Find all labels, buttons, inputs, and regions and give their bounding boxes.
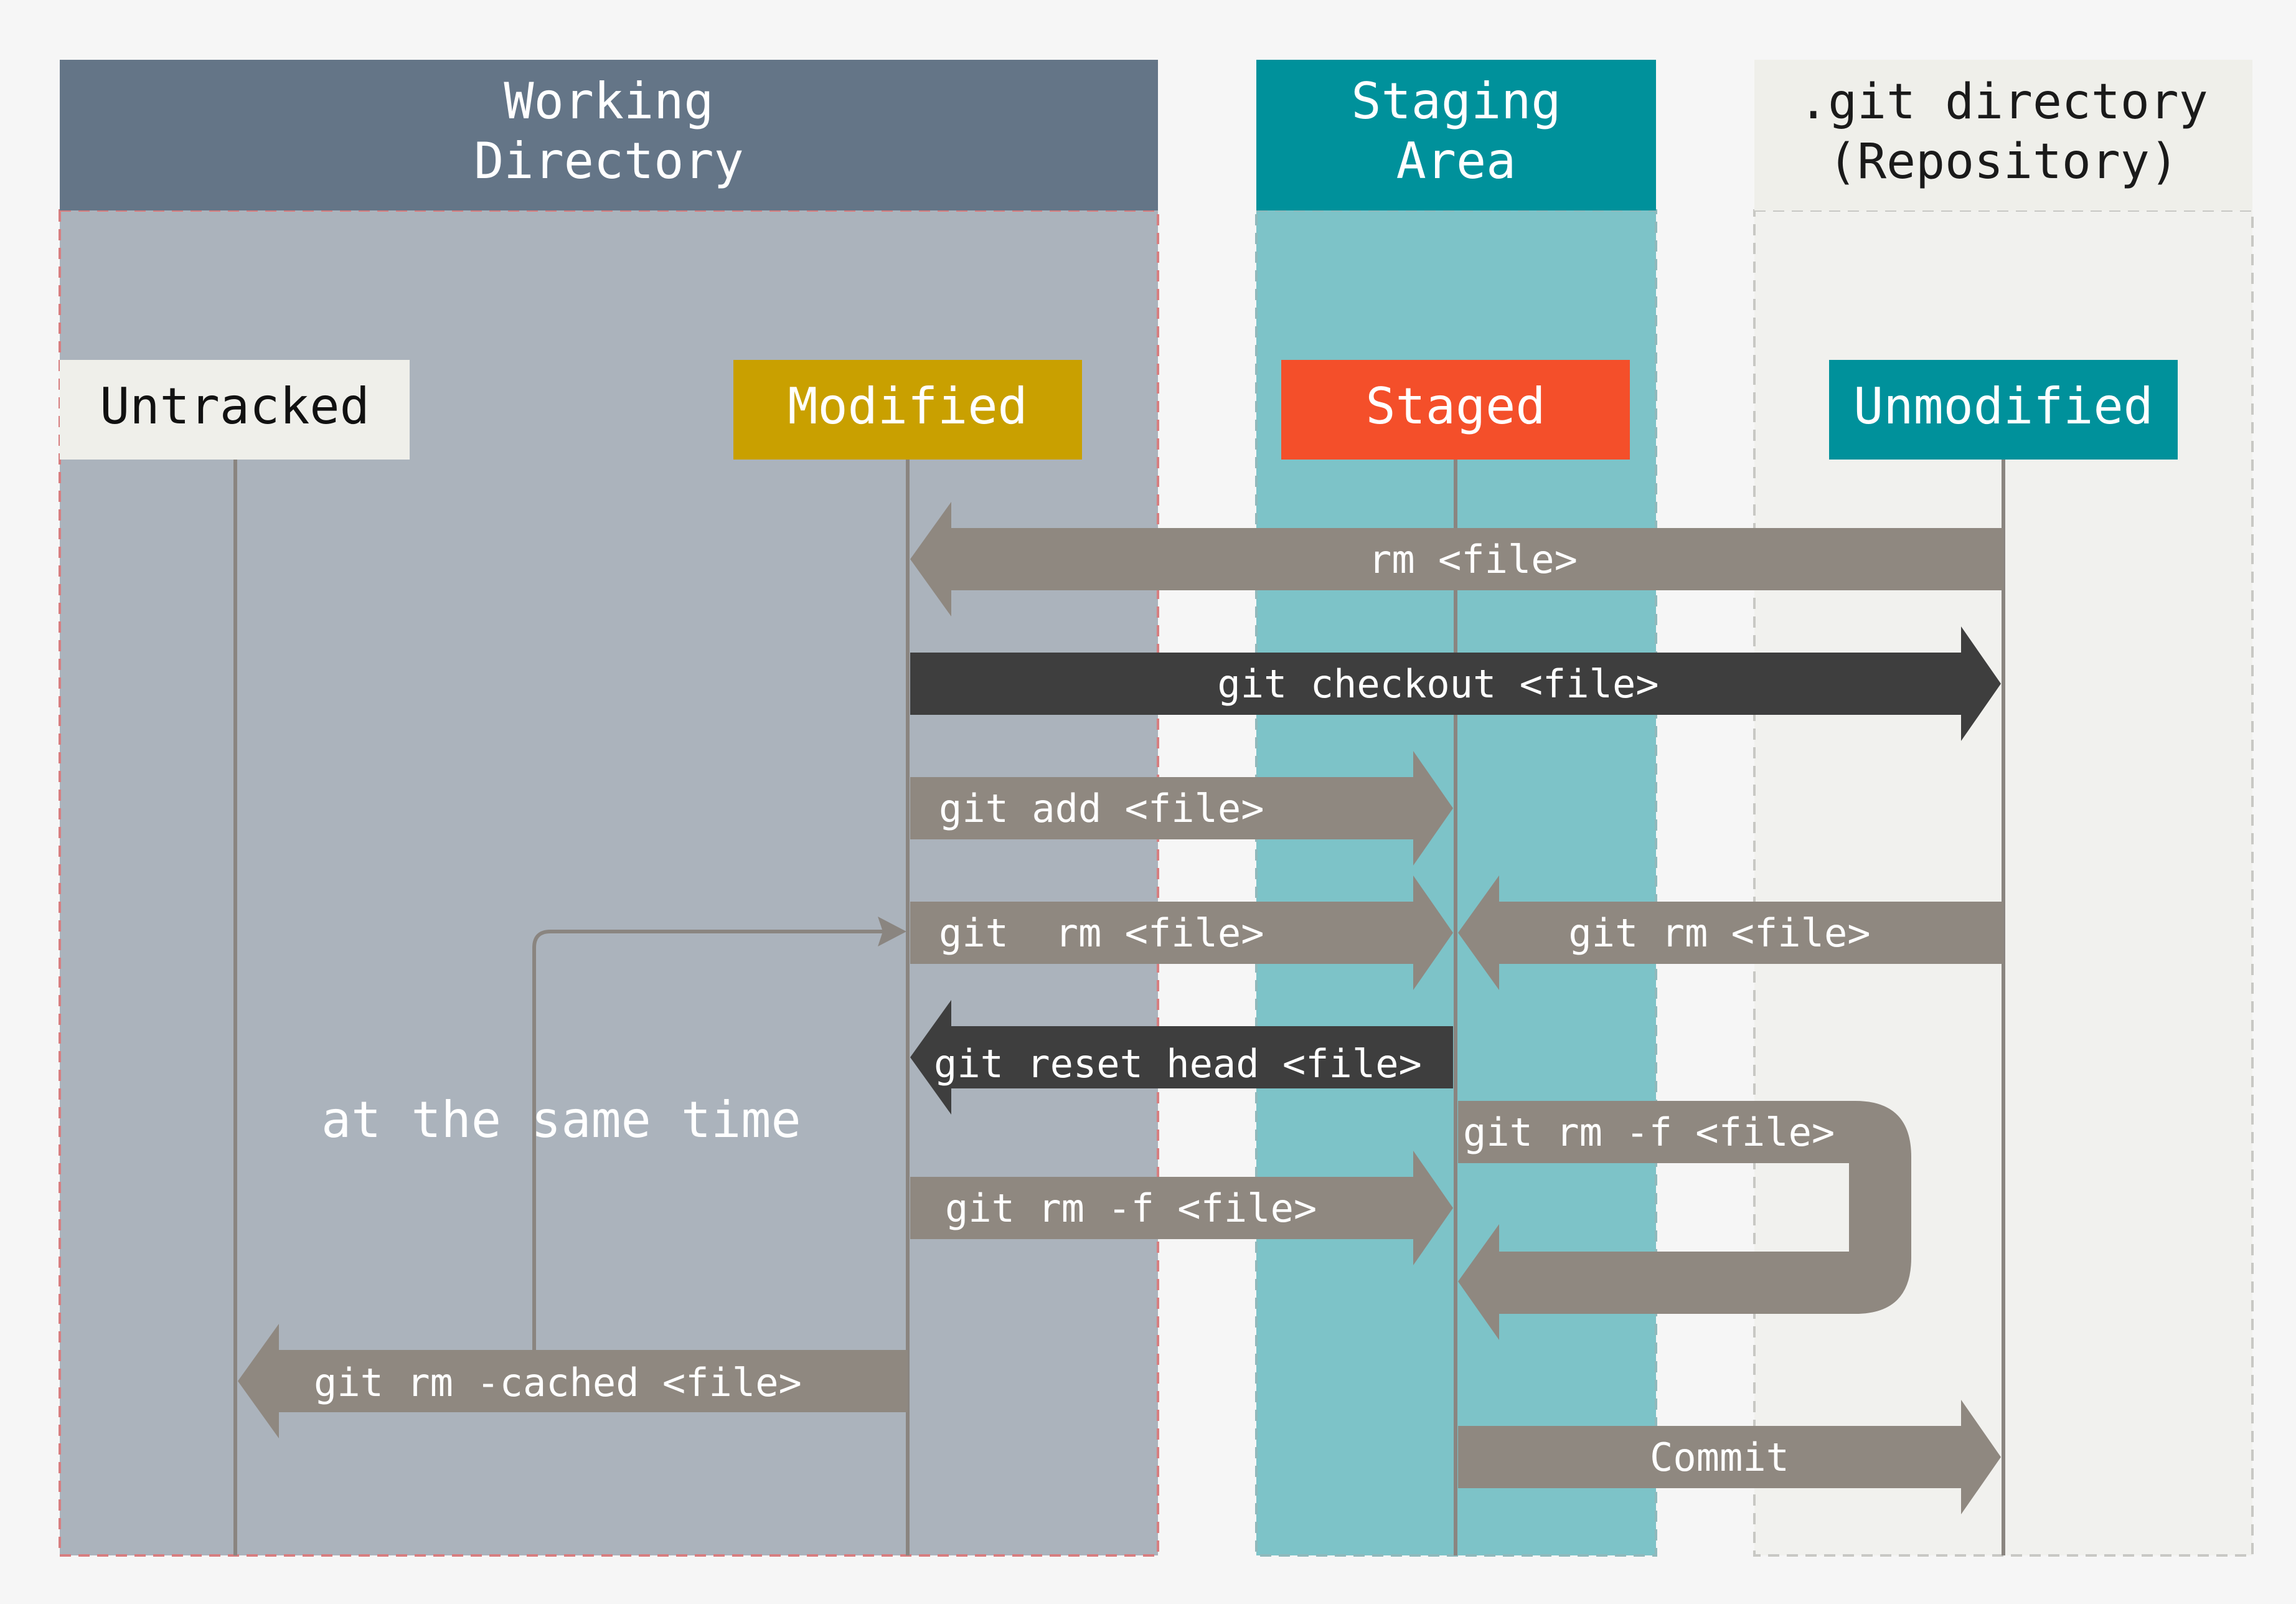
unmodified-state-box: [1829, 360, 2178, 460]
git-add-label: git add <file>: [939, 786, 1264, 831]
modified-state-label: Modified: [788, 377, 1027, 435]
staging-area-title-line1: Staging: [1351, 72, 1561, 130]
commit-arrow: [1458, 1400, 2001, 1514]
same-time-connector: [532, 930, 884, 1350]
commit-label: Commit: [1650, 1435, 1789, 1480]
modified-state-box: [733, 360, 1082, 460]
git-add-arrow: [910, 751, 1453, 866]
git-reset-head-label: git reset head <file>: [934, 1041, 1422, 1087]
staged-state-label: Staged: [1366, 377, 1546, 435]
rm-file-label: rm <file>: [1368, 537, 1578, 582]
repository-title-line2: (Repository): [1828, 134, 2179, 190]
git-rm-cached-arrow: [238, 1324, 908, 1438]
working-directory-title-line2: Directory: [474, 132, 743, 190]
same-time-connector-head: [878, 917, 906, 946]
git-rm-left-arrow: [910, 875, 1453, 990]
working-directory-header: [60, 60, 1158, 210]
git-checkout-arrow: [910, 626, 2001, 741]
staging-area-title-line2: Area: [1396, 132, 1517, 190]
rm-file-arrow: [910, 502, 2003, 616]
git-rm-left-label: git rm <file>: [939, 910, 1264, 956]
git-rm-f-left-label: git rm -f <file>: [945, 1186, 1317, 1231]
git-reset-head-arrow: [910, 1000, 1453, 1115]
same-time-annotation: at the same time: [321, 1091, 801, 1149]
untracked-state-box: [60, 360, 410, 460]
repository-header: [1754, 60, 2252, 210]
staged-state-box: [1281, 360, 1630, 460]
git-rm-right-label: git rm <file>: [1568, 910, 1870, 956]
untracked-state-label: Untracked: [100, 377, 369, 435]
git-rm-cached-label: git rm -cached <file>: [314, 1360, 802, 1405]
git-rm-right-arrow: [1458, 875, 2003, 990]
repository-title-line1: .git directory: [1799, 74, 2208, 130]
git-rm-f-right-label: git rm -f <file>: [1463, 1110, 1835, 1155]
git-rm-f-left-arrow: [910, 1151, 1453, 1265]
staging-area-header: [1256, 60, 1656, 210]
working-directory-title-line1: Working: [504, 72, 713, 130]
unmodified-state-label: Unmodified: [1853, 377, 2153, 435]
git-checkout-label: git checkout <file>: [1217, 661, 1658, 707]
git-rm-f-loop-arrow: [1458, 1101, 1911, 1340]
